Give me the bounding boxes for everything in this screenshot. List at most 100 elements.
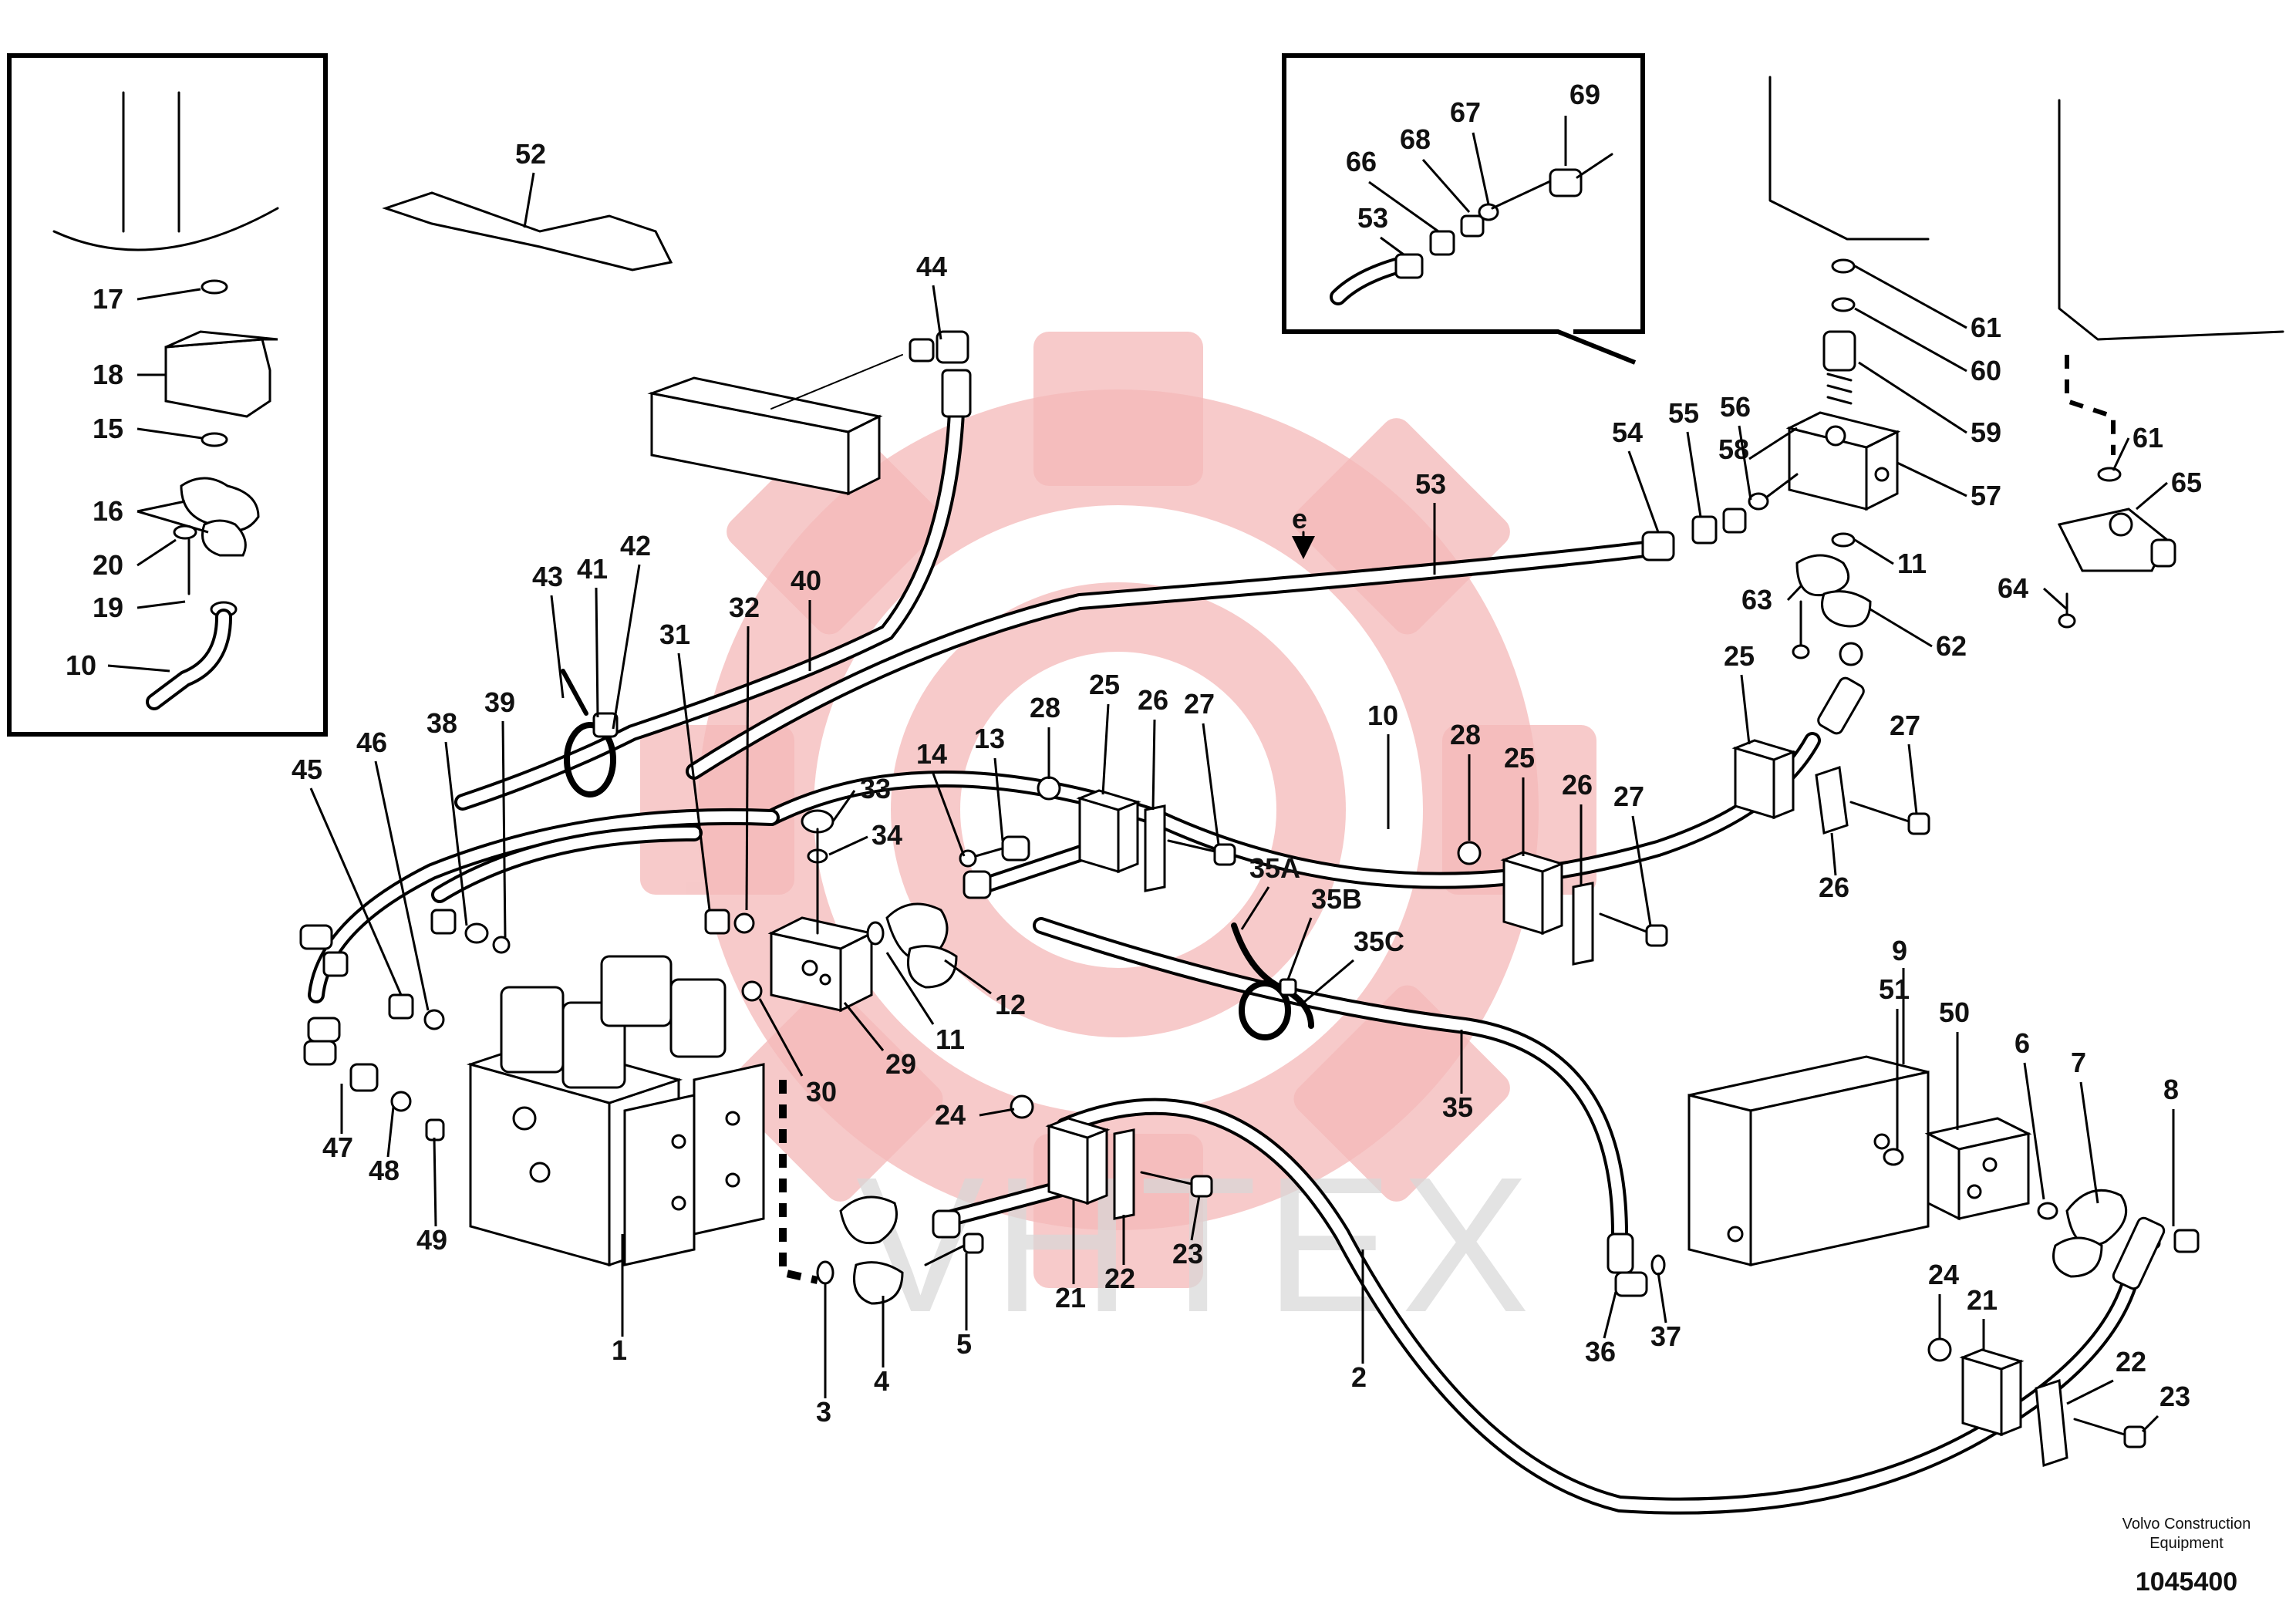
svg-text:18: 18 <box>93 359 123 390</box>
svg-text:16: 16 <box>93 495 123 527</box>
svg-text:40: 40 <box>791 565 821 596</box>
svg-text:49: 49 <box>416 1224 447 1256</box>
svg-text:10: 10 <box>1367 700 1398 731</box>
inset-left-labels: 17 18 15 16 20 19 10 <box>66 283 209 681</box>
svg-text:10: 10 <box>66 649 96 681</box>
svg-text:27: 27 <box>1613 781 1644 812</box>
footer-brand: Volvo Construction Equipment 1045400 <box>2122 1516 2251 1597</box>
svg-text:24: 24 <box>1928 1259 1959 1290</box>
fitting-36 <box>1607 1233 1666 1297</box>
svg-text:25: 25 <box>1504 742 1535 774</box>
svg-text:19: 19 <box>93 592 123 623</box>
svg-text:26: 26 <box>1819 872 1849 903</box>
valve-fittings-left <box>299 909 511 1141</box>
svg-text:13: 13 <box>974 723 1005 754</box>
tube-clamp-25c <box>1731 642 1930 835</box>
svg-text:3: 3 <box>816 1396 831 1428</box>
svg-text:35A: 35A <box>1249 852 1300 884</box>
inset-frame-left <box>7 53 328 737</box>
svg-text:55: 55 <box>1668 397 1699 429</box>
svg-text:4: 4 <box>874 1365 889 1397</box>
svg-text:32: 32 <box>729 592 760 623</box>
svg-text:15: 15 <box>93 413 123 444</box>
svg-text:59: 59 <box>1971 416 2001 448</box>
svg-text:54: 54 <box>1612 416 1643 448</box>
tube-clamp-21b <box>1927 1216 2166 1468</box>
svg-text:28: 28 <box>1450 719 1481 750</box>
svg-text:27: 27 <box>1890 710 1920 741</box>
svg-text:e: e <box>1292 503 1307 534</box>
block-50 <box>1883 1117 2200 1278</box>
svg-text:23: 23 <box>1172 1238 1203 1270</box>
svg-text:57: 57 <box>1971 480 2001 511</box>
svg-text:33: 33 <box>860 773 891 804</box>
svg-text:11: 11 <box>936 1023 965 1055</box>
svg-text:53: 53 <box>1415 468 1446 500</box>
svg-text:20: 20 <box>93 549 123 581</box>
svg-text:12: 12 <box>995 989 1026 1020</box>
svg-text:14: 14 <box>916 738 947 770</box>
svg-text:48: 48 <box>369 1155 400 1186</box>
svg-text:61: 61 <box>2132 422 2163 454</box>
block-29 <box>704 809 958 1013</box>
inset-frame-top <box>1282 53 1645 365</box>
tube-clamp-25b <box>1457 841 1668 966</box>
svg-text:7: 7 <box>2071 1047 2086 1078</box>
inset-top-parts <box>1330 153 1613 305</box>
svg-text:44: 44 <box>916 251 947 282</box>
svg-text:27: 27 <box>1184 688 1215 720</box>
svg-text:42: 42 <box>620 530 651 561</box>
part-65 <box>2057 467 2176 629</box>
svg-text:8: 8 <box>2163 1074 2179 1105</box>
svg-text:22: 22 <box>2116 1346 2146 1378</box>
svg-text:26: 26 <box>1138 684 1168 716</box>
control-valve-1 <box>466 955 819 1284</box>
svg-text:61: 61 <box>1971 312 2001 343</box>
svg-text:38: 38 <box>426 707 457 739</box>
svg-text:36: 36 <box>1585 1336 1616 1367</box>
svg-text:67: 67 <box>1450 96 1481 128</box>
svg-text:30: 30 <box>806 1076 837 1108</box>
svg-text:43: 43 <box>532 561 563 592</box>
view-arrow-e: e <box>1292 503 1315 559</box>
svg-text:9: 9 <box>1892 935 1907 966</box>
svg-text:26: 26 <box>1562 769 1593 801</box>
svg-text:5: 5 <box>956 1328 972 1360</box>
svg-text:1: 1 <box>612 1334 627 1366</box>
svg-text:69: 69 <box>1569 79 1600 110</box>
svg-text:25: 25 <box>1724 640 1755 672</box>
part-52-bracket <box>382 191 673 271</box>
svg-text:56: 56 <box>1720 391 1751 423</box>
hose-clamp-35a <box>1231 922 1314 1040</box>
svg-text:11: 11 <box>1897 548 1927 579</box>
svg-text:51: 51 <box>1879 973 1910 1005</box>
svg-text:47: 47 <box>322 1131 353 1163</box>
svg-text:63: 63 <box>1741 584 1772 615</box>
svg-text:31: 31 <box>659 619 690 650</box>
svg-text:29: 29 <box>885 1048 916 1080</box>
brand-line-1: Volvo Construction <box>2122 1516 2251 1533</box>
inset-top-labels: 69 67 68 66 53 <box>1346 79 1600 256</box>
svg-text:21: 21 <box>1055 1282 1086 1313</box>
svg-text:60: 60 <box>1971 355 2001 386</box>
svg-text:35B: 35B <box>1311 883 1362 915</box>
svg-text:23: 23 <box>2159 1381 2190 1412</box>
svg-text:35: 35 <box>1442 1091 1473 1123</box>
svg-text:66: 66 <box>1346 146 1377 177</box>
svg-text:37: 37 <box>1650 1320 1681 1352</box>
svg-text:17: 17 <box>93 283 123 315</box>
callout-labels: 52 44 40 53 43 41 42 31 32 39 38 46 45 4… <box>292 138 2202 1433</box>
svg-text:62: 62 <box>1936 630 1967 662</box>
cab-frame-outline <box>1768 76 2284 455</box>
hose-clamp-41 <box>561 669 619 798</box>
svg-text:39: 39 <box>484 686 515 718</box>
svg-text:25: 25 <box>1089 669 1120 700</box>
brand-line-2: Equipment <box>2149 1535 2224 1552</box>
inset-left-parts <box>52 91 279 710</box>
block-57 <box>1765 258 1901 659</box>
svg-text:64: 64 <box>1998 572 2028 604</box>
svg-text:45: 45 <box>292 754 322 785</box>
svg-text:21: 21 <box>1967 1284 1998 1316</box>
drawing-number: 1045400 <box>2136 1567 2237 1597</box>
